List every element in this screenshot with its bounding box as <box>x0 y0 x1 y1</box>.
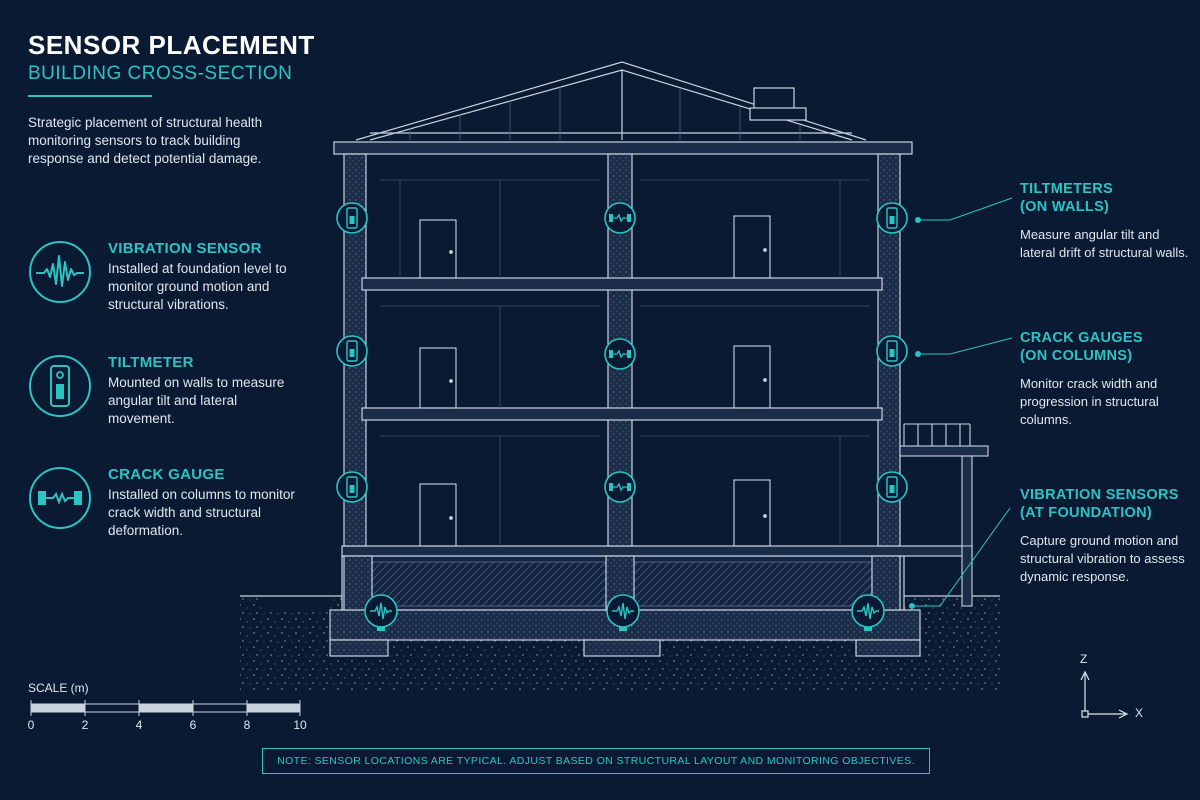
scale-tick: 2 <box>81 718 89 732</box>
scale-tick: 10 <box>293 718 307 732</box>
callout-crack-gauges: CRACK GAUGES (ON COLUMNS) Monitor crack … <box>1020 329 1190 429</box>
callout-leader-lines <box>909 197 1013 609</box>
callout-desc-vibration-sensors: Capture ground motion and structural vib… <box>1020 533 1185 584</box>
callout-title-crack-gauges: CRACK GAUGES <box>1020 330 1143 346</box>
crack-gauge-sensors <box>604 202 636 503</box>
tiltmeter-sensors <box>336 202 908 503</box>
scale-tick: 8 <box>243 718 251 732</box>
callout-vibration-sensors: VIBRATION SENSORS (AT FOUNDATION) Captur… <box>1020 486 1190 586</box>
legend-title-tiltmeter: TILTMETER <box>108 354 194 371</box>
crack-gauge-icon <box>29 467 91 529</box>
tiltmeter-sensor <box>336 471 368 503</box>
vibration-sensor-icon <box>29 241 91 303</box>
tiltmeter-sensor <box>336 202 368 234</box>
title-divider <box>28 95 152 97</box>
axis-label-x: X <box>1135 706 1144 720</box>
callout-tiltmeters: TILTMETERS (ON WALLS) Measure angular ti… <box>1020 180 1190 262</box>
scale-tick: 4 <box>135 718 143 732</box>
tiltmeter-sensor <box>876 335 908 367</box>
callout-subtitle-crack-gauges: (ON COLUMNS) <box>1020 348 1133 364</box>
floor-slabs <box>361 277 883 421</box>
interior-lines <box>380 179 870 546</box>
callout-title-tiltmeters: TILTMETERS <box>1020 181 1113 197</box>
page-subtitle: BUILDING CROSS-SECTION <box>28 63 293 84</box>
scale-tick: 0 <box>27 718 35 732</box>
roof <box>333 61 913 155</box>
legend-title-crack-gauge: CRACK GAUGE <box>108 466 225 483</box>
tiltmeter-icon <box>29 355 91 417</box>
scale-bar <box>30 700 301 716</box>
vibration-sensor <box>364 594 398 631</box>
legend-desc-tiltmeter: Mounted on walls to measure angular tilt… <box>108 375 285 426</box>
vibration-sensors <box>364 594 885 631</box>
scale-label: SCALE (m) <box>28 681 89 695</box>
crack-gauge-sensor <box>604 471 636 503</box>
callout-title-vibration-sensors: VIBRATION SENSORS <box>1020 487 1179 503</box>
callout-desc-tiltmeters: Measure angular tilt and lateral drift o… <box>1020 227 1189 260</box>
intro-text: Strategic placement of structural health… <box>28 115 263 166</box>
scale-tick: 6 <box>189 718 197 732</box>
note-box: NOTE: SENSOR LOCATIONS ARE TYPICAL. ADJU… <box>262 748 930 774</box>
legend-item-crack-gauge: CRACK GAUGE Installed on columns to moni… <box>28 466 308 546</box>
axis-label-z: Z <box>1080 652 1088 666</box>
legend-item-vibration: VIBRATION SENSOR Installed at foundation… <box>28 240 308 320</box>
legend-item-tiltmeter: TILTMETER Mounted on walls to measure an… <box>28 354 308 434</box>
crack-gauge-sensor <box>604 338 636 370</box>
tiltmeter-sensor <box>876 471 908 503</box>
callout-subtitle-tiltmeters: (ON WALLS) <box>1020 199 1110 215</box>
callout-desc-crack-gauges: Monitor crack width and progression in s… <box>1020 376 1159 427</box>
note-text: NOTE: SENSOR LOCATIONS ARE TYPICAL. ADJU… <box>277 755 915 767</box>
tiltmeter-sensor <box>336 335 368 367</box>
side-porch <box>899 423 989 607</box>
legend-desc-vibration: Installed at foundation level to monitor… <box>108 261 287 312</box>
coordinate-axes <box>1080 670 1129 719</box>
crack-gauge-sensor <box>604 202 636 234</box>
vibration-sensor <box>606 594 640 631</box>
callout-subtitle-vibration-sensors: (AT FOUNDATION) <box>1020 505 1153 521</box>
page-title: SENSOR PLACEMENT <box>28 30 315 60</box>
legend-desc-crack-gauge: Installed on columns to monitor crack wi… <box>108 487 295 538</box>
tiltmeter-sensor <box>876 202 908 234</box>
vibration-sensor <box>851 594 885 631</box>
legend-title-vibration: VIBRATION SENSOR <box>108 240 262 257</box>
doors <box>419 215 771 547</box>
